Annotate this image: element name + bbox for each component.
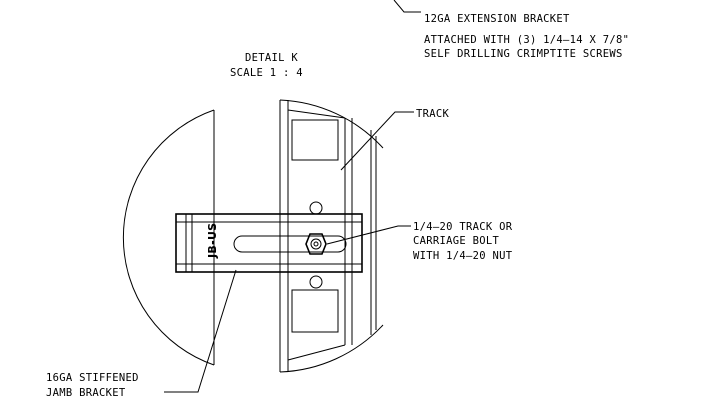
track-hole-lower — [309, 275, 323, 289]
track-label: TRACK — [416, 108, 449, 120]
detail-title: DETAIL K — [245, 52, 298, 64]
extension-bracket-label-line3: SELF DRILLING CRIMPTITE SCREWS — [424, 48, 623, 60]
jamb-bracket-leader — [164, 269, 237, 393]
track-hole-upper — [309, 201, 323, 215]
jamb-bracket — [175, 213, 363, 273]
bolt-label-line2: CARRIAGE BOLT — [413, 235, 499, 247]
track-leader — [340, 111, 414, 171]
jamb-bracket-slot — [233, 235, 347, 253]
bolt-label-line1: 1/4–20 TRACK OR — [413, 221, 513, 233]
detail-circle-top-right-arc — [279, 99, 384, 149]
detail-circle-left-arc — [122, 109, 215, 366]
track-lower-cutout — [291, 289, 339, 333]
jamb-bracket-label-line2: JAMB BRACKET — [46, 387, 126, 399]
jamb-bracket-label-line1: 16GA STIFFENED — [46, 372, 139, 384]
detail-scale: SCALE 1 : 4 — [230, 67, 303, 79]
track-upper-cutout — [291, 119, 339, 161]
extension-bracket-label-line1: 12GA EXTENSION BRACKET — [424, 13, 570, 25]
bolt-label-line3: WITH 1/4–20 NUT — [413, 250, 513, 262]
bolt-leader — [326, 225, 411, 245]
detail-circle-bottom-right-arc — [279, 324, 384, 373]
extension-bracket-label-line2: ATTACHED WITH (3) 1/4–14 X 7/8" — [424, 34, 629, 46]
carriage-bolt — [305, 233, 327, 255]
extension-bracket-leader — [393, 0, 421, 13]
bracket-logo: JB-US — [206, 223, 219, 259]
